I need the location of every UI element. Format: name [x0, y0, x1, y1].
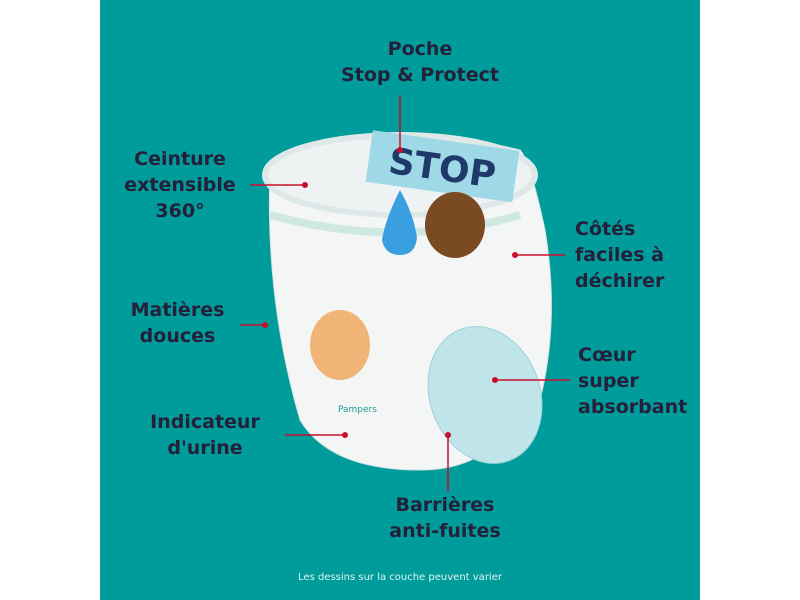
stop-sign-card [365, 130, 520, 203]
water-drop-character [382, 190, 417, 255]
tiger-print [310, 310, 370, 380]
pointer-lines [240, 95, 570, 492]
label-wetness: Indicateur d'urine [150, 411, 260, 459]
footnote: Les dessins sur la couche peuvent varier [298, 572, 502, 583]
stop-sign: STOP [365, 130, 520, 203]
label-pocket: Poche Stop & Protect [341, 38, 499, 86]
pointer-dot-waistband [302, 182, 308, 188]
label-waistband: Ceinture extensible 360° [124, 148, 236, 222]
pointer-dot-soft [262, 322, 268, 328]
absorbent-core [427, 326, 543, 464]
label-barriers: Barrières anti-fuites [389, 494, 501, 542]
label-core: Cœur super absorbant [578, 344, 688, 418]
label-sides: Côtés faciles à déchirer [575, 218, 665, 292]
brand-logo: Pampers [338, 405, 377, 415]
label-soft: Matières douces [130, 299, 225, 347]
pointer-dots [262, 147, 518, 438]
pointer-dot-pocket [397, 147, 403, 153]
pointer-dot-core [492, 377, 498, 383]
poop-character [425, 192, 485, 258]
pointer-dot-wetness [342, 432, 348, 438]
pointer-dot-barriers [445, 432, 451, 438]
pointer-dot-sides [512, 252, 518, 258]
